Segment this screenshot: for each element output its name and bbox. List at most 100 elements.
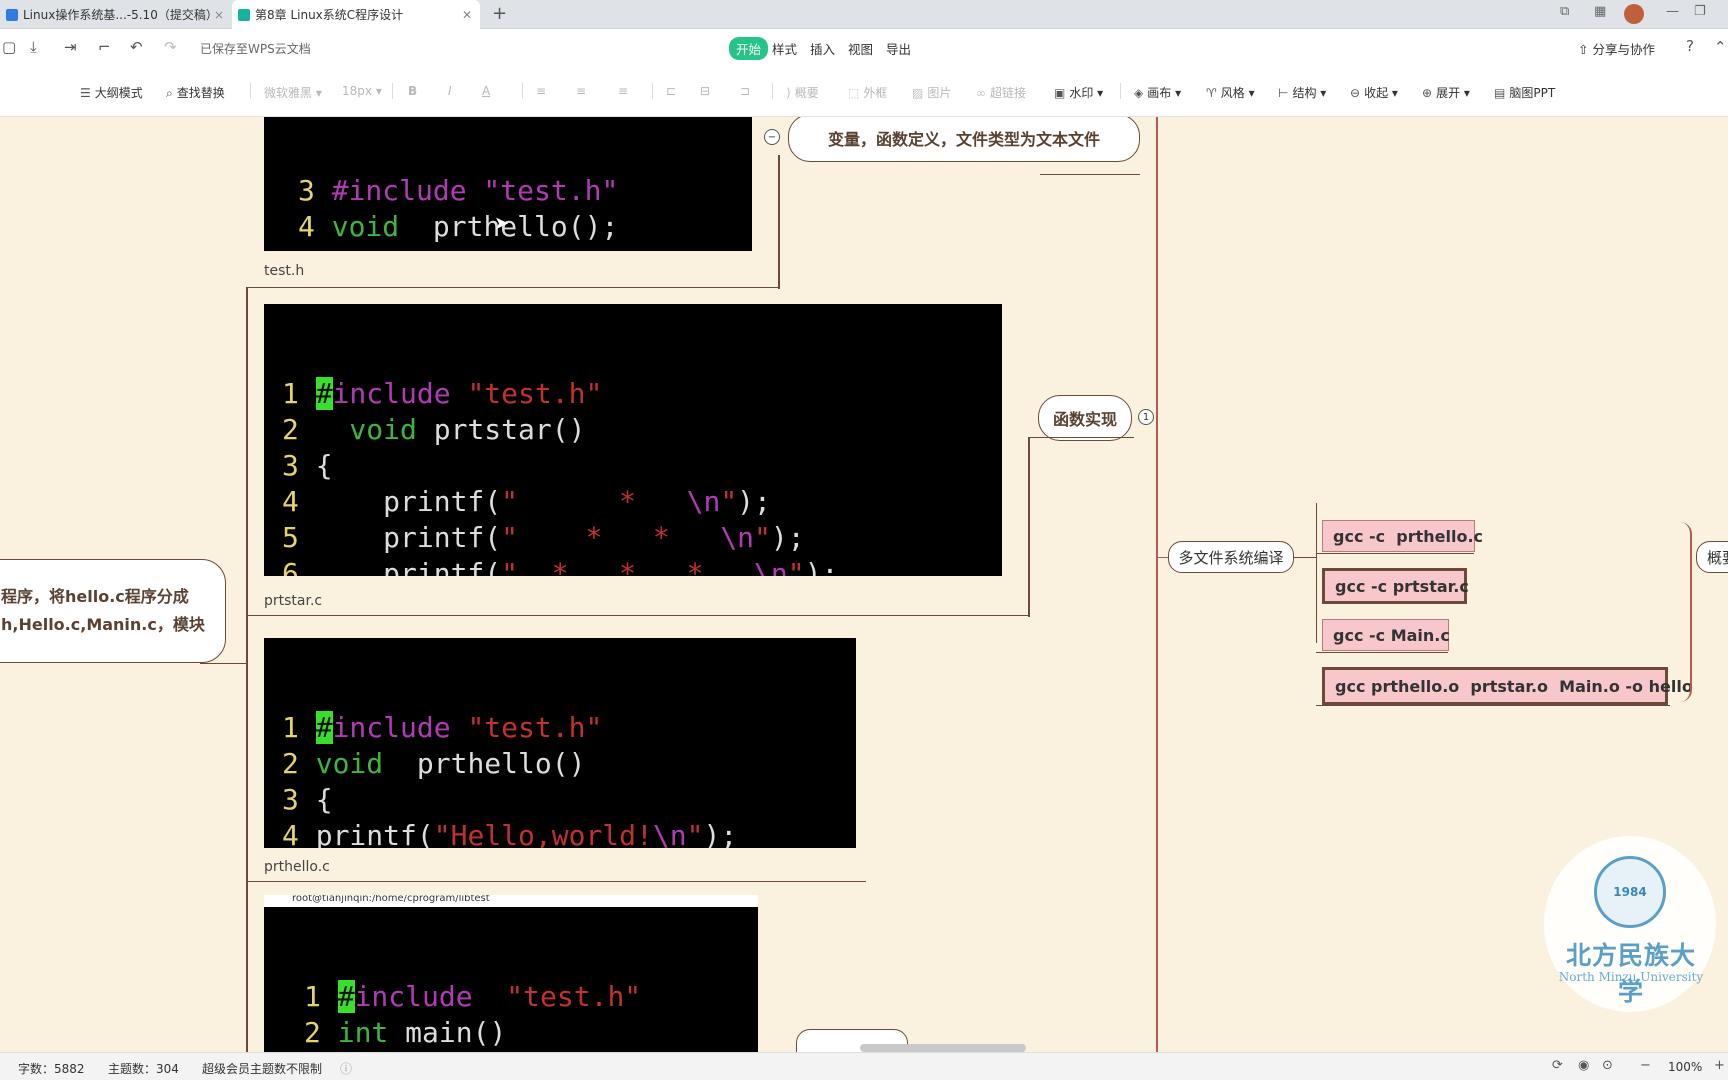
undo-icon[interactable]: ↶ xyxy=(130,38,143,56)
line-number: 5 xyxy=(282,521,316,554)
style-button[interactable]: ♈风格 ▾ xyxy=(1206,86,1255,100)
share-collab-button[interactable]: ⇧ 分享与协作 xyxy=(1578,39,1655,58)
image-button[interactable]: ▨图片 xyxy=(912,84,951,101)
collapse-toggle[interactable]: − xyxy=(764,129,780,145)
new-tab-button[interactable]: + xyxy=(492,3,508,24)
tab-linux-os[interactable]: Linux操作系统基...-5.10（提交稿） × xyxy=(0,0,232,29)
font-name-select[interactable]: 微软雅黑 ▾ xyxy=(264,86,322,100)
menu-export[interactable]: 导出 xyxy=(886,42,912,57)
locate-icon[interactable]: ⊙ xyxy=(1602,1058,1613,1073)
node-variable-def[interactable]: 变量，函数定义，文件类型为文本文件 xyxy=(788,117,1140,162)
align-left-icon[interactable]: ≡ xyxy=(536,84,547,98)
insert-parent-icon[interactable]: ⊐ xyxy=(740,84,751,98)
gcc-command-node[interactable]: gcc -c prtstar.c xyxy=(1322,568,1469,604)
menu-style[interactable]: 样式 xyxy=(772,42,798,57)
gcc-command-node[interactable]: gcc prthello.o prtstar.o Main.o -o hello xyxy=(1322,667,1693,705)
download-icon[interactable]: ⤓ xyxy=(30,38,37,56)
connector-line xyxy=(1316,705,1670,706)
outer-frame-button[interactable]: ⬚外框 xyxy=(848,84,887,101)
code-token: { xyxy=(315,449,333,482)
structure-button[interactable]: ⊢结构 ▾ xyxy=(1278,86,1327,100)
summary-button[interactable]: )概要 xyxy=(786,84,819,101)
file-icon[interactable]: ▢ xyxy=(2,38,17,56)
seal-text: 1984 xyxy=(1613,885,1647,899)
tab-chapter8[interactable]: 第8章 Linux系统C程序设计 ✕ xyxy=(232,0,480,29)
close-icon[interactable]: ✕ xyxy=(461,7,472,22)
mouse-cursor-icon: ➤ xyxy=(494,213,510,234)
font-size-select[interactable]: 18px ▾ xyxy=(342,84,382,98)
code-token: { xyxy=(315,783,333,816)
horizontal-scrollbar[interactable] xyxy=(860,1044,1026,1052)
mind-ppt-button[interactable]: ▤脑图PPT xyxy=(1494,84,1555,101)
mindmap-canvas[interactable]: 3 #include "test.h"4 void prthello();5 v… xyxy=(0,117,1728,1059)
line-number: 1 xyxy=(282,377,316,410)
line-number: 3 xyxy=(282,783,316,816)
line-number: 1 xyxy=(282,711,316,744)
close-icon[interactable]: × xyxy=(213,7,224,22)
italic-button[interactable]: I xyxy=(448,84,452,98)
avatar[interactable] xyxy=(1624,4,1644,24)
window-mode-icon[interactable]: ⧉ xyxy=(1560,4,1570,19)
share-icon: ⇧ xyxy=(1578,42,1593,57)
format-painter-icon[interactable]: ⌐ xyxy=(98,38,111,56)
image-label: 图片 xyxy=(927,86,952,100)
line-number: 4 xyxy=(298,210,332,243)
collapse-count-badge[interactable]: 1 xyxy=(1138,409,1154,425)
code-block-prthello-c: 1 #include "test.h"2 void prthello()3 {4… xyxy=(264,638,856,848)
canvas-label: 画布 xyxy=(1147,86,1172,100)
find-replace-label: 查找替换 xyxy=(176,86,225,100)
code-token: \n xyxy=(754,557,788,576)
terminal-title: root@tianjinqin:/home/cprogram/libtest xyxy=(264,895,758,907)
code-token: " xyxy=(720,485,738,518)
node-multi-file-compile[interactable]: 多文件系统编译 xyxy=(1168,541,1294,573)
maximize-icon[interactable]: ❐ xyxy=(1694,4,1706,19)
gcc-command-node[interactable]: gcc -c prthello.c xyxy=(1322,520,1483,552)
hyperlink-button[interactable]: ∞超链接 xyxy=(976,84,1026,101)
code-line: 2 void prtstar() xyxy=(282,412,1002,448)
redo-icon[interactable]: ↷ xyxy=(164,38,177,56)
insert-child-icon[interactable]: ⊏ xyxy=(666,84,677,98)
code-line: 3 #include "test.h" xyxy=(298,173,752,209)
code-caption: test.h xyxy=(264,263,305,279)
insert-sibling-icon[interactable]: ⊟ xyxy=(700,84,711,98)
university-seal-icon: 1984 xyxy=(1594,856,1666,928)
export-icon[interactable]: ⇥ xyxy=(64,38,77,56)
presentation-icon: ▤ xyxy=(1494,86,1506,100)
connector-line xyxy=(248,615,1030,616)
minimize-icon[interactable]: — xyxy=(1666,4,1679,19)
node-summary[interactable]: 概要 xyxy=(1696,541,1728,573)
help-circle-icon[interactable]: ⓘ xyxy=(340,1062,353,1076)
menu-insert[interactable]: 插入 xyxy=(810,42,836,57)
node-project-intro[interactable]: 程序，将hello.c程序分成 h,Hello.c,Manin.c，模块 xyxy=(0,559,226,663)
menu-start[interactable]: 开始 xyxy=(729,37,769,60)
collapse-button[interactable]: ⊖收起 ▾ xyxy=(1350,86,1398,100)
eye-icon[interactable]: ◉ xyxy=(1578,1058,1590,1073)
apps-grid-icon[interactable]: ▦ xyxy=(1594,4,1607,19)
chevron-up-icon[interactable]: ⌃ xyxy=(1714,38,1727,56)
code-line: 3 { xyxy=(282,782,856,818)
menu-view[interactable]: 视图 xyxy=(848,42,874,57)
align-center-icon[interactable]: ≡ xyxy=(576,84,587,98)
code-line: 1 #include "test.h" xyxy=(282,710,856,746)
canvas-button[interactable]: ◈画布 ▾ xyxy=(1134,86,1182,100)
summary-label: 概要 xyxy=(794,86,819,100)
zoom-in-icon[interactable]: + xyxy=(1714,1058,1725,1073)
connector-line xyxy=(1028,437,1030,617)
code-token: "test.h" xyxy=(467,711,603,744)
code-token: void xyxy=(332,246,399,251)
font-color-button[interactable]: A xyxy=(482,84,491,98)
bold-button[interactable]: B xyxy=(408,84,418,98)
paint-bucket-icon: ◈ xyxy=(1134,86,1144,100)
align-right-icon[interactable]: ≡ xyxy=(618,84,629,98)
zoom-out-icon[interactable]: − xyxy=(1640,1058,1651,1073)
code-token: # xyxy=(315,711,333,744)
code-line: 2 int main() xyxy=(304,1015,758,1051)
outline-mode-button[interactable]: ☰大纲模式 xyxy=(80,84,143,101)
expand-button[interactable]: ⊕展开 ▾ xyxy=(1422,86,1470,100)
watermark-button[interactable]: ▣水印 ▾ xyxy=(1054,86,1104,100)
help-button[interactable]: ? xyxy=(1686,37,1694,55)
gcc-command-node[interactable]: gcc -c Main.c xyxy=(1322,619,1450,651)
node-func-impl[interactable]: 函数实现 xyxy=(1038,395,1132,441)
find-replace-button[interactable]: ⌕查找替换 xyxy=(166,84,225,101)
refresh-icon[interactable]: ⟳ xyxy=(1552,1058,1563,1073)
